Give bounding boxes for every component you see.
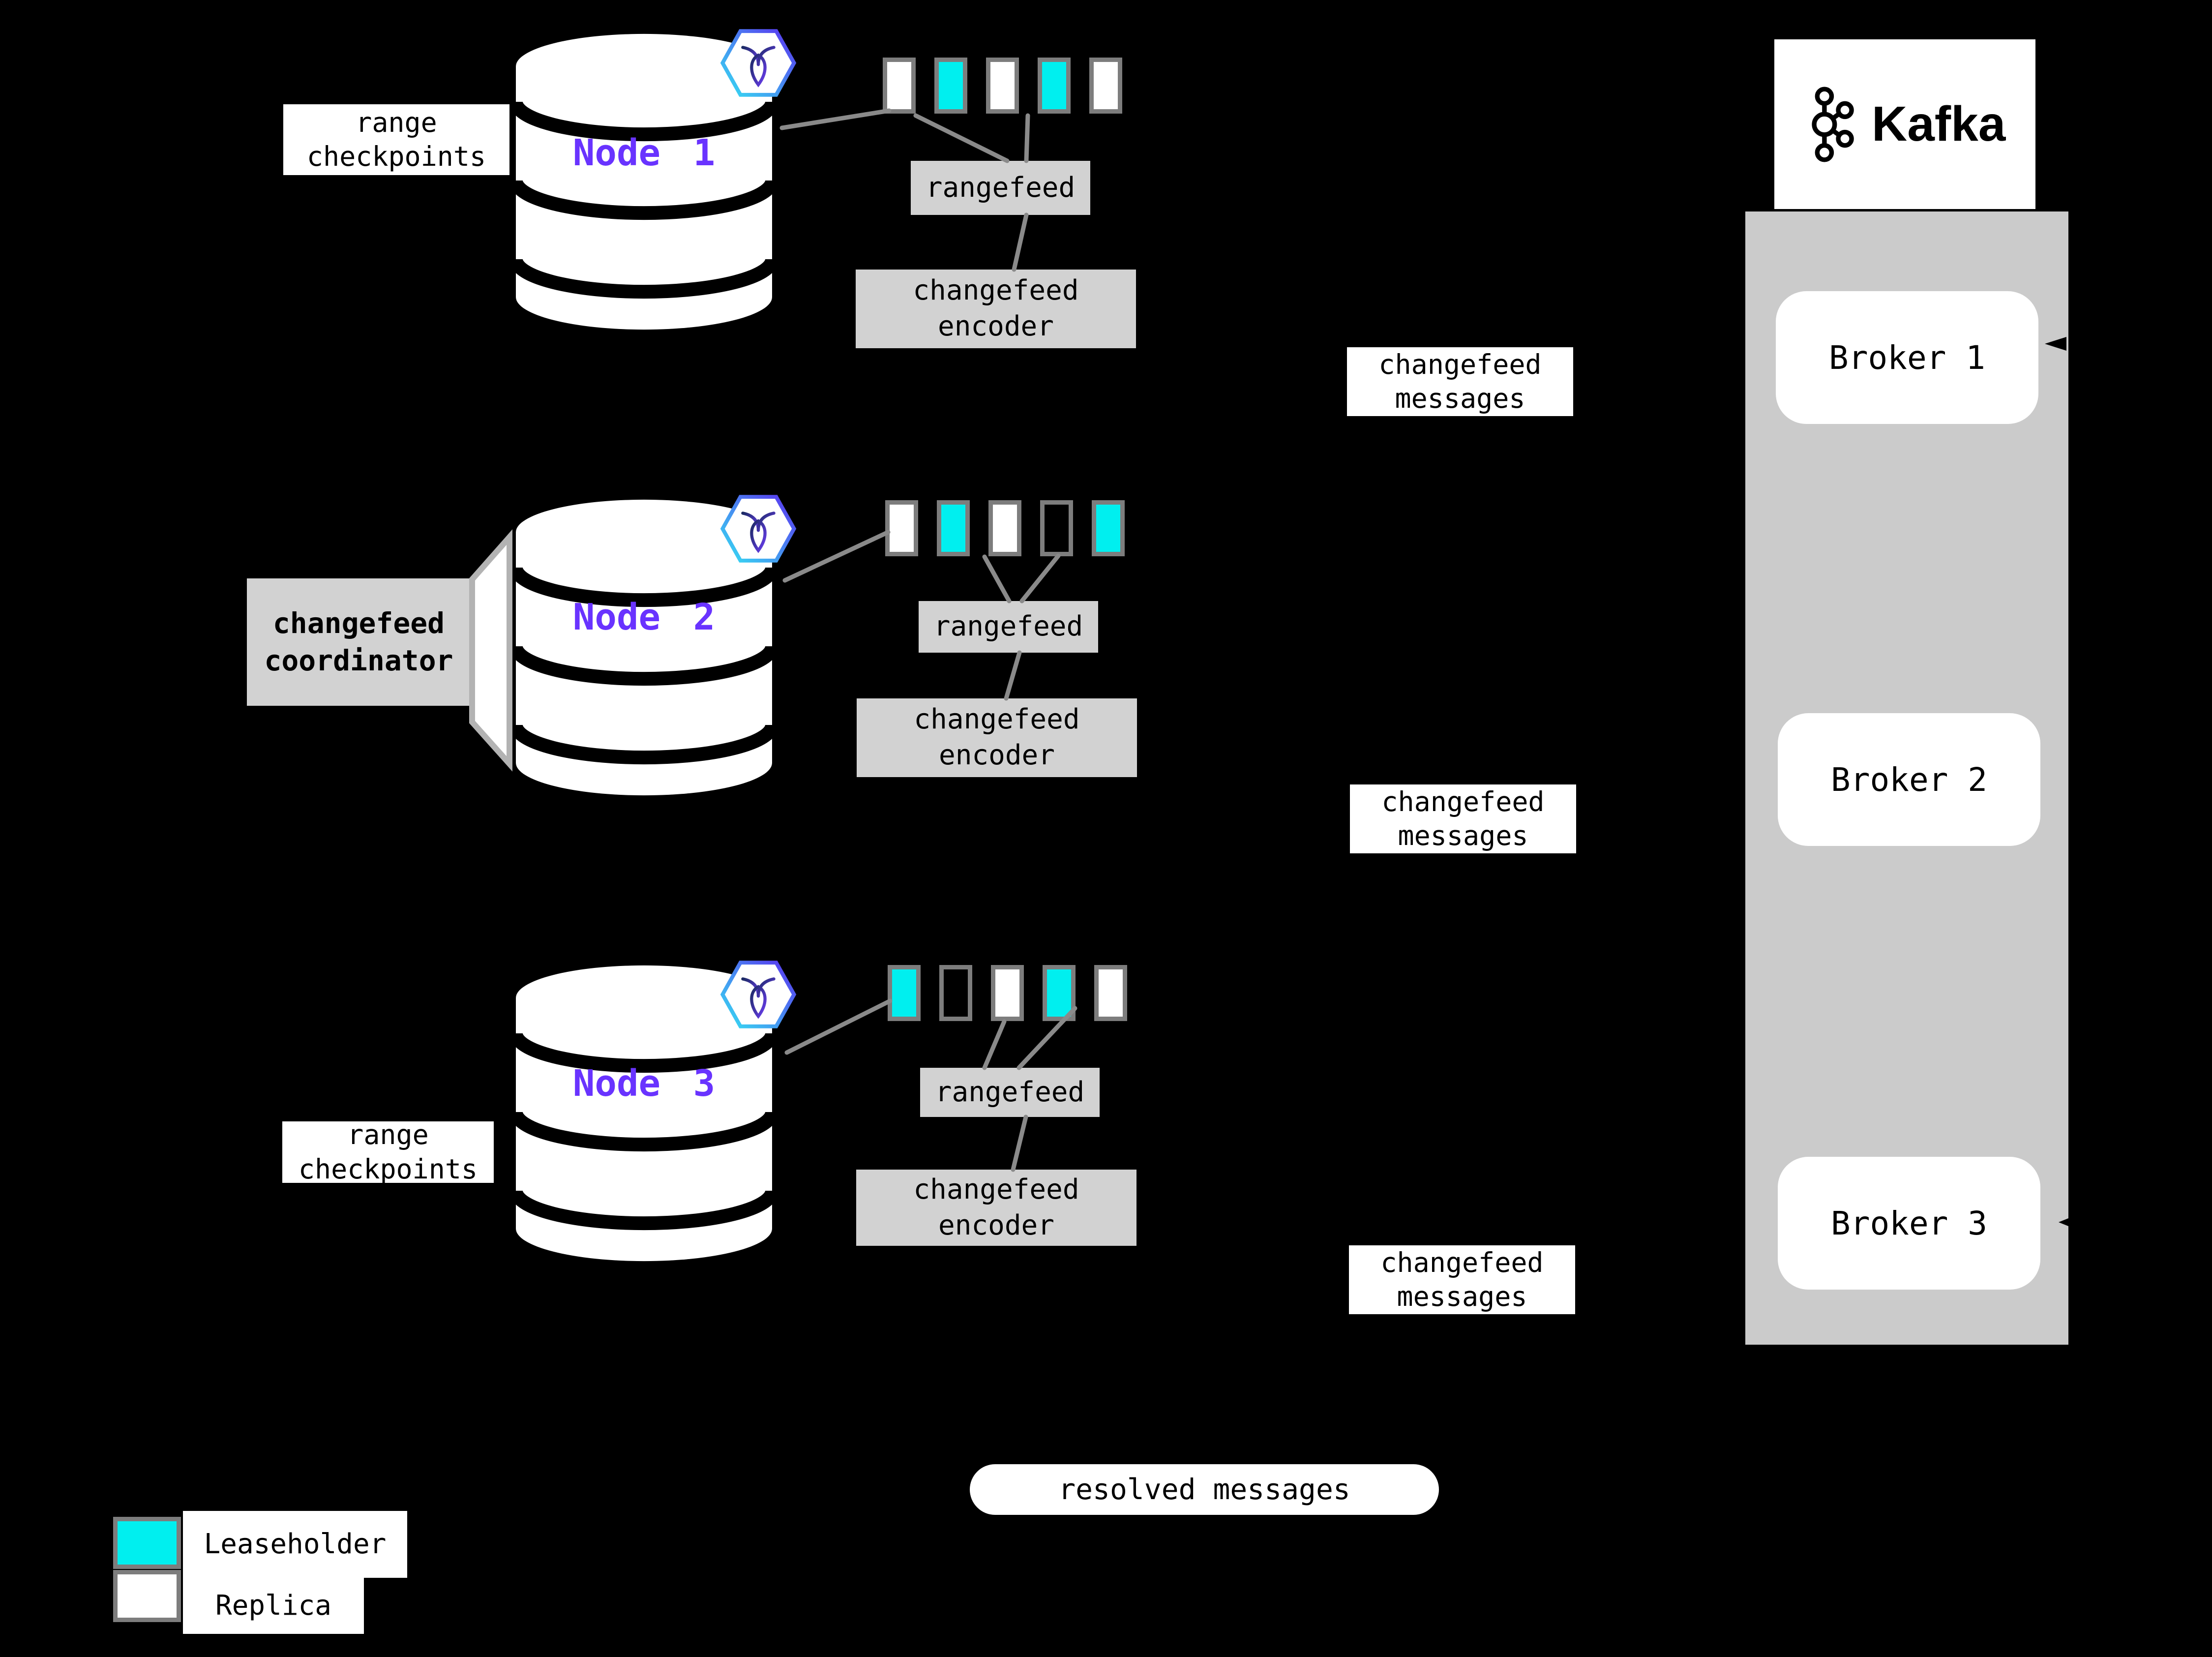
range-replica: [988, 500, 1021, 556]
coordinator-funnel-shape: [469, 529, 512, 772]
legend-leaseholder-swatch: [113, 1517, 181, 1569]
node-1-label: Node 1: [572, 132, 716, 174]
node-2-cylinder: [515, 499, 773, 796]
node-1-changefeed-encoder-box: changefeed encoder: [856, 270, 1136, 348]
broker-3-box: Broker 3: [1778, 1157, 2040, 1290]
resolved-messages-pill: resolved messages: [970, 1464, 1439, 1515]
node-1-rangefeed-box: rangefeed: [911, 161, 1090, 215]
node-2-label: Node 2: [572, 596, 716, 638]
kafka-title: Kafka: [1872, 96, 2006, 151]
legend-leaseholder-label: Leaseholder: [183, 1511, 407, 1578]
node-1-changefeed-messages-label: changefeed messages: [1347, 347, 1573, 416]
node-1-cylinder: [515, 33, 773, 330]
broker-3-label: Broker 3: [1831, 1204, 1987, 1242]
range-replica: [986, 58, 1019, 114]
node-2-changefeed-encoder-box: changefeed encoder: [857, 698, 1137, 777]
range-replica: [883, 58, 916, 114]
kafka-logo-icon: [1812, 86, 1854, 162]
changefeed-coordinator-box: changefeed coordinator: [247, 578, 471, 706]
broker-1-box: Broker 1: [1776, 291, 2038, 424]
node-1-range-row: [883, 58, 1122, 114]
range-replica: [885, 500, 918, 556]
kafka-logo-box: Kafka: [1774, 39, 2035, 209]
cockroachdb-logo-icon: [720, 961, 797, 1028]
node-3-label: Node 3: [572, 1062, 716, 1105]
node-2-rangefeed-box: rangefeed: [919, 601, 1098, 653]
range-checkpoints-label-bottom: range checkpoints: [282, 1119, 494, 1185]
range-replica: [1089, 58, 1122, 114]
node-2-changefeed-messages-label: changefeed messages: [1350, 784, 1576, 853]
cockroachdb-logo-icon: [720, 29, 797, 97]
range-leaseholder: [1038, 58, 1071, 114]
legend-replica-swatch: [113, 1570, 181, 1622]
range-leaseholder: [1043, 965, 1076, 1021]
node-3-changefeed-encoder-box: changefeed encoder: [856, 1170, 1136, 1246]
range-checkpoints-label-top: range checkpoints: [283, 104, 509, 175]
cockroachdb-logo-icon: [720, 495, 797, 563]
range-leaseholder: [937, 500, 970, 556]
node-3-range-row: [888, 965, 1127, 1021]
broker-2-label: Broker 2: [1831, 760, 1987, 799]
node-3-rangefeed-box: rangefeed: [920, 1068, 1100, 1117]
broker-1-label: Broker 1: [1829, 338, 1985, 377]
range-empty: [1040, 500, 1073, 556]
range-leaseholder: [888, 965, 921, 1021]
node-2-range-row: [885, 500, 1125, 556]
range-replica: [1094, 965, 1127, 1021]
legend-replica-label: Replica: [183, 1578, 364, 1634]
range-leaseholder: [1092, 500, 1125, 556]
range-replica: [991, 965, 1024, 1021]
node-3-changefeed-messages-label: changefeed messages: [1349, 1245, 1575, 1314]
range-empty: [939, 965, 972, 1021]
range-leaseholder: [934, 58, 967, 114]
node-3-cylinder: [515, 965, 773, 1262]
broker-2-box: Broker 2: [1778, 713, 2040, 846]
